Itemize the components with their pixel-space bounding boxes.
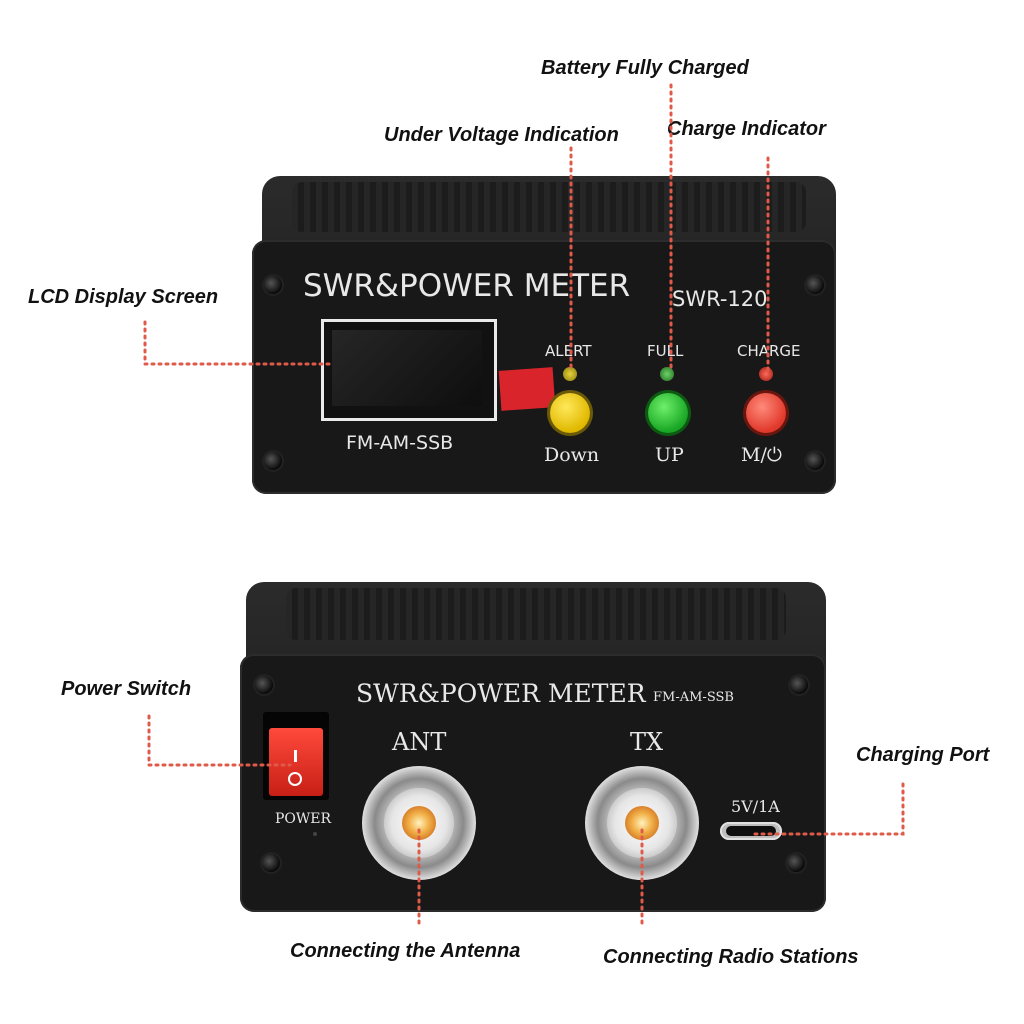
usb-c-icon — [726, 826, 776, 836]
callout-radio-stations: Connecting Radio Stations — [603, 946, 859, 968]
alert-led-icon — [563, 367, 577, 381]
full-led-icon — [660, 367, 674, 381]
power-switch[interactable] — [263, 712, 329, 800]
callout-power-switch: Power Switch — [61, 678, 192, 700]
mode-power-button[interactable] — [746, 393, 786, 433]
callout-charging-port: Charging Port — [856, 744, 990, 766]
screw-icon — [255, 676, 273, 694]
screw-icon — [790, 676, 808, 694]
front-modes: FM-AM-SSB — [346, 432, 454, 454]
callout-battery-full: Battery Fully Charged — [541, 57, 749, 79]
screw-icon — [264, 452, 282, 470]
power-label: POWER — [275, 811, 332, 827]
screw-icon — [787, 854, 805, 872]
rear-title: SWR&POWER METER — [356, 679, 646, 708]
led-label-alert: ALERT — [545, 342, 592, 360]
tx-connector[interactable] — [585, 766, 699, 880]
btn-label-down: Down — [544, 444, 600, 466]
rocker-switch-icon — [269, 728, 323, 796]
btn-label-up: UP — [655, 444, 684, 466]
callout-charge-indicator: Charge Indicator — [667, 118, 826, 140]
charge-led-icon — [759, 367, 773, 381]
port-rating-label: 5V/1A — [731, 797, 780, 816]
ant-pin-icon — [402, 806, 436, 840]
screw-icon — [806, 452, 824, 470]
reset-hole-icon — [313, 832, 317, 836]
usb-c-port[interactable] — [720, 822, 782, 840]
front-model: SWR-120 — [672, 287, 768, 311]
down-button[interactable] — [550, 393, 590, 433]
callout-lcd-display: LCD Display Screen — [28, 286, 219, 308]
up-button[interactable] — [648, 393, 688, 433]
front-title: SWR&POWER METER — [303, 268, 631, 304]
led-label-charge: CHARGE — [737, 342, 801, 360]
screw-icon — [262, 854, 280, 872]
led-label-full: FULL — [647, 342, 684, 360]
screw-icon — [264, 276, 282, 294]
screw-icon — [806, 276, 824, 294]
tx-pin-icon — [625, 806, 659, 840]
callout-under-voltage: Under Voltage Indication — [384, 124, 619, 146]
callout-antenna: Connecting the Antenna — [290, 940, 521, 962]
btn-label-mode: M/⏻ — [741, 444, 782, 466]
rear-modes: FM-AM-SSB — [653, 690, 734, 705]
rear-panel — [240, 654, 826, 912]
lcd-display-screen — [321, 319, 497, 421]
ant-label: ANT — [392, 728, 447, 756]
tx-label: TX — [630, 728, 664, 756]
